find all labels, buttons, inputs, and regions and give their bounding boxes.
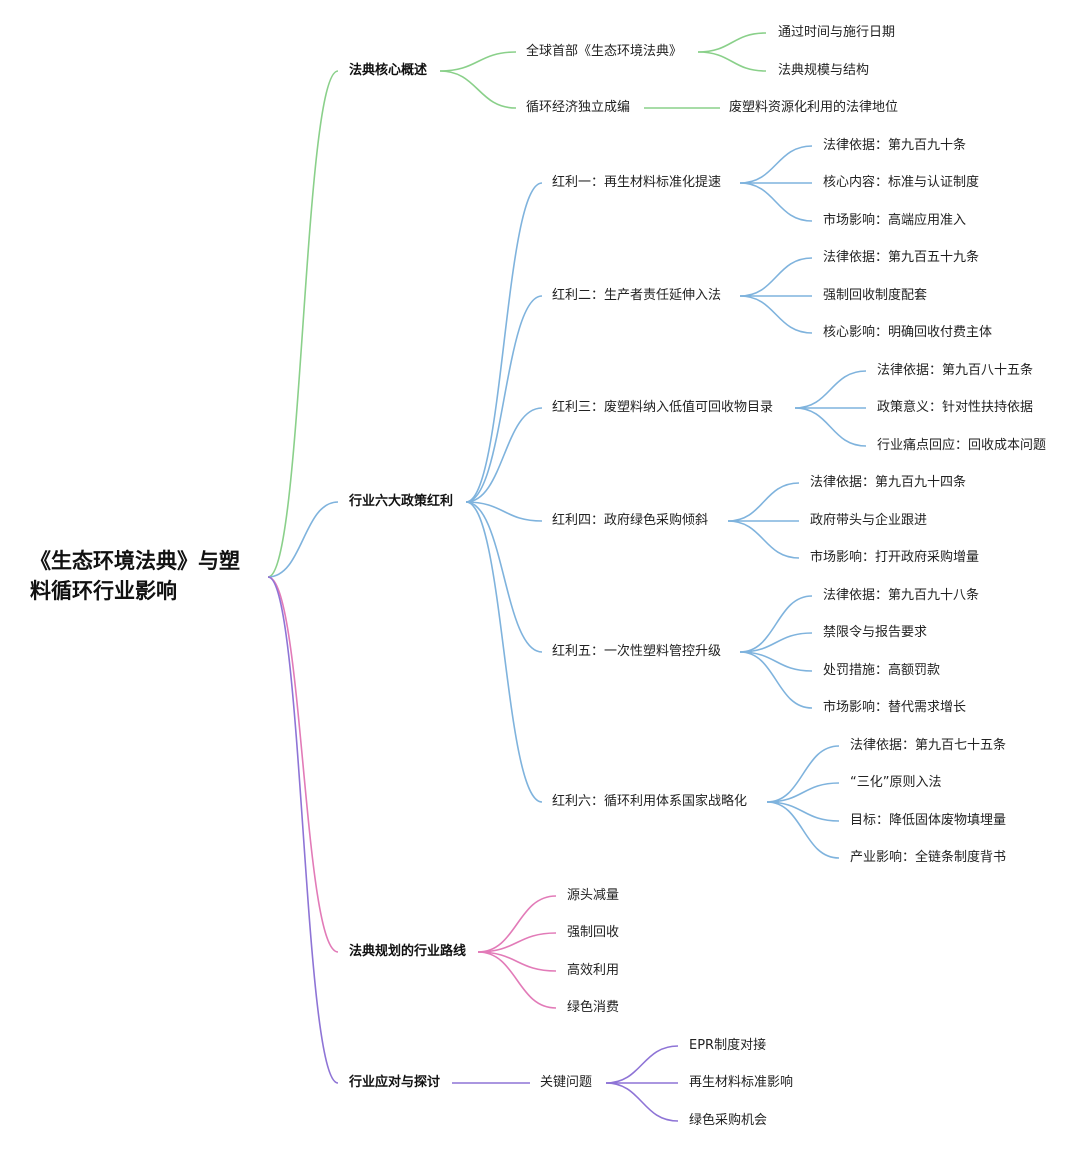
link-l2 — [465, 501, 543, 803]
link-l3 — [794, 407, 867, 447]
response-key-issues: 关键问题 — [540, 1075, 593, 1090]
dividend-2: 红利二：生产者责任延伸入法 — [552, 288, 722, 303]
link-l3 — [605, 1045, 679, 1084]
link-l3 — [697, 32, 767, 53]
dividend-4: 红利四：政府绿色采购倾斜 — [552, 513, 709, 528]
leaf-node: 法律依据：第九百九十条 — [823, 138, 967, 153]
link-l2 — [465, 501, 543, 522]
link-l3 — [739, 595, 813, 653]
link-l3 — [739, 182, 813, 222]
link-root-response — [267, 576, 339, 1084]
link-l3 — [739, 651, 813, 672]
route-utilize: 高效利用 — [567, 963, 620, 978]
dividend-6: 红利六：循环利用体系国家战略化 — [552, 794, 748, 809]
route-green-consumption: 绿色消费 — [567, 1000, 620, 1015]
overview-first-code: 全球首部《生态环境法典》 — [526, 44, 683, 59]
link-l3 — [739, 651, 813, 709]
leaf-node: 处罚措施：高额罚款 — [823, 663, 941, 678]
link-l2 — [465, 407, 543, 503]
leaf-node: 法律依据：第九百九十八条 — [823, 588, 980, 603]
leaf-node: EPR制度对接 — [689, 1038, 767, 1053]
link-l3 — [697, 51, 767, 72]
link-l2 — [465, 182, 543, 503]
leaf-node: 法律依据：第九百八十五条 — [877, 363, 1034, 378]
link-l2 — [477, 951, 557, 1009]
link-l3 — [794, 370, 867, 409]
link-l2 — [477, 951, 557, 972]
leaf-node: 政府带头与企业跟进 — [810, 513, 928, 528]
leaf-node: “三化”原则入法 — [850, 775, 942, 790]
link-l2 — [439, 51, 517, 72]
link-l2 — [465, 295, 543, 503]
leaf-node: 市场影响：替代需求增长 — [823, 700, 967, 715]
link-l3 — [766, 801, 840, 822]
link-root-overview — [267, 70, 339, 578]
link-l2 — [477, 895, 557, 953]
route-recycle: 强制回收 — [567, 925, 620, 940]
leaf-node: 目标：降低固体废物填埋量 — [850, 813, 1007, 828]
link-l2 — [465, 501, 543, 653]
link-root-dividends — [267, 501, 339, 578]
leaf-node: 行业痛点回应：回收成本问题 — [877, 438, 1047, 453]
link-l3 — [766, 782, 840, 803]
leaf-node: 法律依据：第九百九十四条 — [810, 475, 967, 490]
overview-circular-economy: 循环经济独立成编 — [526, 100, 631, 115]
leaf-node: 绿色采购机会 — [689, 1113, 768, 1128]
branch-overview: 法典核心概述 — [349, 63, 428, 78]
dividend-1: 红利一：再生材料标准化提速 — [552, 175, 722, 190]
leaf-node: 再生材料标准影响 — [689, 1075, 794, 1090]
leaf-node: 法律依据：第九百五十九条 — [823, 250, 980, 265]
root-title-line2: 料循环行业影响 — [30, 579, 177, 603]
leaf-node: 法典规模与结构 — [778, 63, 870, 78]
link-l3 — [739, 257, 813, 297]
link-l3 — [766, 745, 840, 803]
leaf-node: 核心影响：明确回收付费主体 — [823, 325, 993, 340]
link-l2 — [477, 932, 557, 953]
link-l3 — [727, 520, 800, 559]
leaf-node: 核心内容：标准与认证制度 — [823, 175, 980, 190]
route-reduce: 源头减量 — [567, 888, 620, 903]
branch-industry-response: 行业应对与探讨 — [349, 1075, 441, 1090]
leaf-node: 政策意义：针对性扶持依据 — [877, 400, 1034, 415]
link-l2 — [439, 70, 517, 109]
link-root-route — [267, 576, 339, 953]
leaf-node: 禁限令与报告要求 — [823, 625, 928, 640]
link-l3 — [766, 801, 840, 859]
dividend-5: 红利五：一次性塑料管控升级 — [552, 644, 722, 659]
leaf-node: 产业影响：全链条制度背书 — [850, 850, 1007, 865]
link-l3 — [605, 1082, 679, 1122]
link-l3 — [739, 295, 813, 334]
branch-policy-dividends: 行业六大政策红利 — [349, 494, 454, 509]
root-node: 《生态环境法典》与塑 料循环行业影响 — [30, 546, 240, 606]
root-title-line1: 《生态环境法典》与塑 — [30, 549, 240, 573]
leaf-node: 市场影响：打开政府采购增量 — [810, 550, 980, 565]
leaf-node: 废塑料资源化利用的法律地位 — [729, 100, 899, 115]
leaf-node: 强制回收制度配套 — [823, 288, 928, 303]
link-l3 — [739, 145, 813, 184]
leaf-node: 市场影响：高端应用准入 — [823, 213, 967, 228]
leaf-node: 法律依据：第九百七十五条 — [850, 738, 1007, 753]
link-l3 — [727, 482, 800, 522]
link-l3 — [739, 632, 813, 653]
leaf-node: 通过时间与施行日期 — [778, 25, 896, 40]
dividend-3: 红利三：废塑料纳入低值可回收物目录 — [552, 400, 774, 415]
branch-industry-route: 法典规划的行业路线 — [349, 944, 467, 959]
